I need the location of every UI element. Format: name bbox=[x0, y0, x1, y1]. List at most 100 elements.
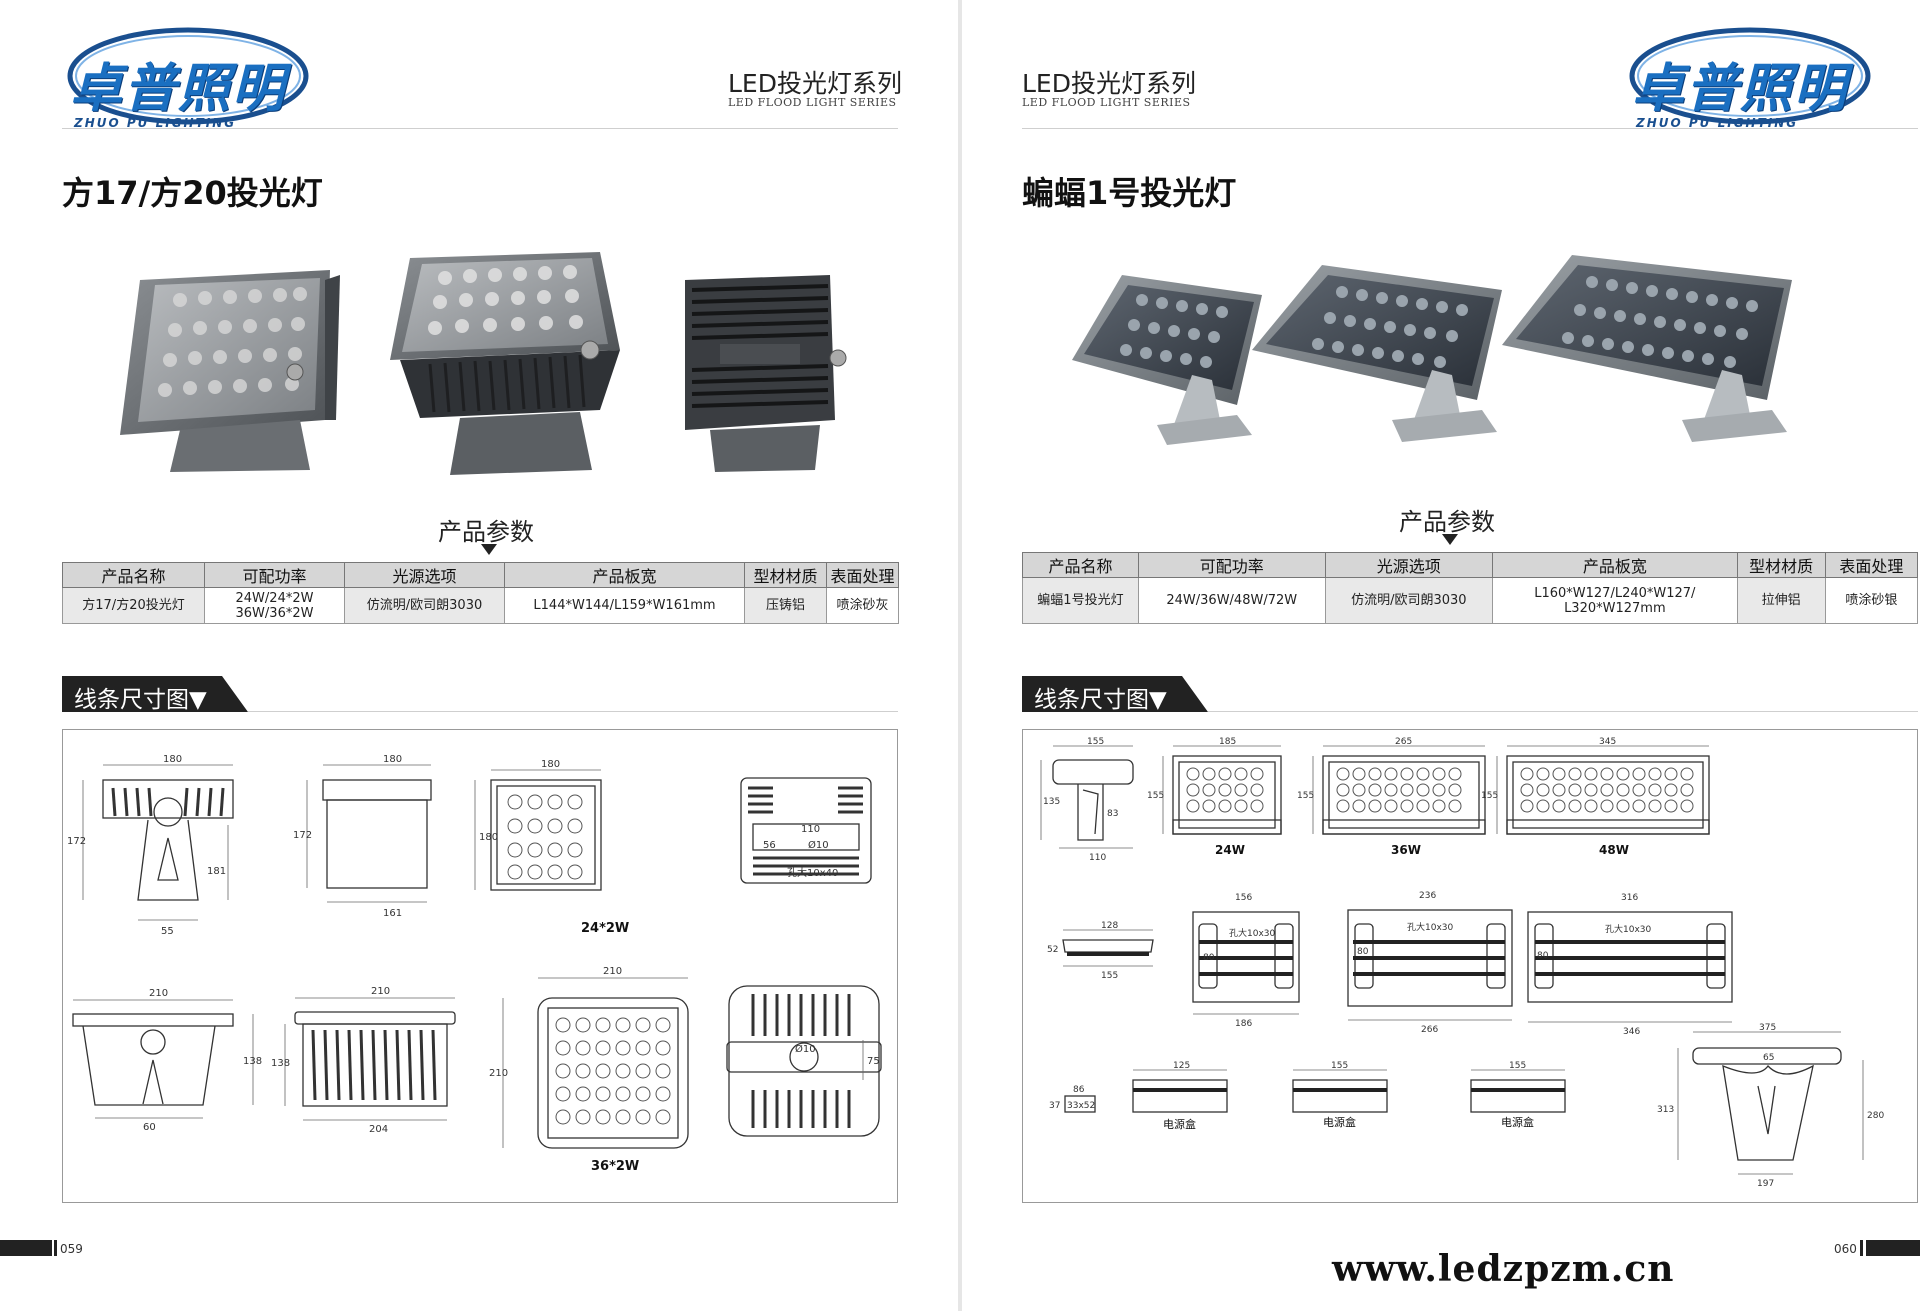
col-header: 可配功率 bbox=[204, 562, 345, 588]
col-header: 表面处理 bbox=[826, 562, 899, 588]
params-header-row: 产品名称 可配功率 光源选项 产品板宽 型材材质 表面处理 bbox=[62, 562, 899, 588]
dim-label: 210 bbox=[489, 1068, 508, 1079]
cell-size-line: L160*W127/L240*W127/ bbox=[1534, 585, 1696, 601]
params-heading: 产品参数 bbox=[1399, 508, 1495, 536]
page-number: 060 bbox=[1834, 1242, 1857, 1256]
dim-label: 65 bbox=[1763, 1053, 1774, 1063]
dimension-drawings-svg: 155 135 83 110 185 155 265 155 345 155 1… bbox=[1040, 737, 1884, 1189]
photo-bat-48w bbox=[1502, 255, 1792, 442]
dim-label: Ø10 bbox=[808, 839, 829, 851]
psu-label: 电源盒 bbox=[1163, 1117, 1196, 1131]
page-number: 059 bbox=[60, 1242, 83, 1256]
dim-label: 265 bbox=[1395, 737, 1412, 747]
dim-label: 185 bbox=[1219, 737, 1236, 747]
dim-label: 80 bbox=[1357, 947, 1369, 957]
col-header: 光源选项 bbox=[344, 562, 505, 588]
dim-label: 186 bbox=[1235, 1019, 1252, 1029]
series-title: LED投光灯系列 bbox=[1022, 69, 1196, 98]
cell-size-line: L320*W127mm bbox=[1564, 600, 1666, 616]
product-photos bbox=[120, 252, 847, 475]
website-url: www.ledzpzm.cn bbox=[1332, 1248, 1675, 1290]
photo-lamp-side-angle bbox=[390, 252, 620, 475]
dim-label: 266 bbox=[1421, 1025, 1438, 1035]
dim-label: 155 bbox=[1481, 791, 1498, 801]
tab-background bbox=[62, 676, 248, 712]
dim-label: 135 bbox=[1043, 797, 1060, 807]
dim-label: 180 bbox=[541, 759, 560, 770]
logo-swoosh-icon bbox=[67, 27, 309, 125]
dim-label: 180 bbox=[383, 754, 402, 765]
dim-label: 孔大10x30 bbox=[1229, 927, 1276, 939]
dim-label: 236 bbox=[1419, 891, 1436, 901]
logo-text-cn: 卓普照明 bbox=[70, 59, 287, 119]
dim-label: 86 bbox=[1073, 1085, 1085, 1095]
dim-label: 60 bbox=[143, 1122, 156, 1133]
dim-label: 155 bbox=[1147, 791, 1164, 801]
dim-label: 181 bbox=[207, 866, 226, 877]
drawing-section-tab: 线条尺寸图▼ bbox=[62, 676, 248, 713]
product-photos bbox=[1072, 255, 1792, 445]
header-divider bbox=[62, 128, 898, 129]
logo-text-cn: 卓普照明 bbox=[1632, 59, 1849, 119]
col-header: 表面处理 bbox=[1824, 552, 1919, 578]
brand-logo: 卓普照明 ZHUO PU LIGHTING bbox=[60, 22, 310, 132]
dim-label: 83 bbox=[1107, 809, 1118, 819]
dim-label: 138 bbox=[243, 1056, 262, 1067]
section-divider bbox=[1208, 711, 1918, 712]
dim-label: 172 bbox=[67, 836, 86, 847]
caption-24x2w: 24*2W bbox=[581, 921, 629, 936]
cell-material: 拉伸铝 bbox=[1736, 577, 1826, 624]
cell-name: 方17/方20投光灯 bbox=[62, 587, 205, 624]
header-divider bbox=[1022, 128, 1918, 129]
product-title: 方17/方20投光灯 bbox=[62, 174, 323, 212]
drawing-section-tab: 线条尺寸图▼ bbox=[1022, 676, 1208, 713]
params-table: 产品名称 可配功率 光源选项 产品板宽 型材材质 表面处理 蝙蝠1号投光灯 24… bbox=[1022, 552, 1919, 624]
dim-label: 197 bbox=[1757, 1179, 1774, 1189]
dim-label: 180 bbox=[479, 832, 498, 843]
cell-size: L160*W127/L240*W127/L320*W127mm bbox=[1492, 577, 1738, 624]
drawing-heading: 线条尺寸图▼ bbox=[1034, 687, 1167, 713]
col-header: 产品板宽 bbox=[1492, 552, 1738, 578]
col-header: 可配功率 bbox=[1137, 552, 1326, 578]
psu-label: 电源盒 bbox=[1501, 1115, 1534, 1129]
dim-label: 345 bbox=[1599, 737, 1616, 747]
dim-label: 155 bbox=[1087, 737, 1104, 747]
dimension-drawings: 155 135 83 110 185 155 265 155 345 155 1… bbox=[1022, 729, 1918, 1203]
footer-bar bbox=[0, 1240, 52, 1256]
logo-swoosh-icon bbox=[1629, 27, 1871, 125]
dim-label: 75 bbox=[867, 1056, 880, 1067]
dim-label: 375 bbox=[1759, 1023, 1776, 1033]
dim-label: 110 bbox=[801, 824, 820, 835]
right-page: LED投光灯系列 LED FLOOD LIGHT SERIES 卓普照明 ZHU… bbox=[962, 0, 1920, 1311]
dim-label: 110 bbox=[1089, 853, 1106, 863]
dim-label: 80 bbox=[1203, 953, 1215, 963]
params-arrow-icon bbox=[481, 544, 497, 555]
dim-label: 56 bbox=[763, 840, 776, 851]
col-header: 型材材质 bbox=[744, 562, 827, 588]
cell-surface: 喷涂砂灰 bbox=[826, 587, 899, 624]
dim-label: 55 bbox=[161, 926, 174, 937]
dim-label: 孔大10x40 bbox=[787, 866, 838, 879]
psu-label: 电源盒 bbox=[1323, 1115, 1356, 1129]
brand-logo: 卓普照明 ZHUO PU LIGHTING bbox=[1622, 22, 1872, 132]
dim-label: 125 bbox=[1173, 1061, 1190, 1071]
footer-bar-tick bbox=[54, 1240, 57, 1256]
cell-source: 仿流明/欧司朗3030 bbox=[1324, 577, 1494, 624]
footer-bar-tick bbox=[1860, 1240, 1863, 1256]
dim-label: 316 bbox=[1621, 893, 1638, 903]
cell-size: L144*W144/L159*W161mm bbox=[504, 587, 745, 624]
cell-power: 24W/36W/48W/72W bbox=[1137, 577, 1326, 624]
dim-label: 210 bbox=[371, 986, 390, 997]
col-header: 产品名称 bbox=[62, 562, 205, 588]
col-header: 光源选项 bbox=[1324, 552, 1494, 578]
dim-label: 33x52 bbox=[1067, 1101, 1095, 1111]
dim-label: 孔大10x30 bbox=[1407, 921, 1454, 933]
cell-power-line: 36W/36*2W bbox=[235, 605, 314, 621]
col-header: 产品名称 bbox=[1022, 552, 1139, 578]
dim-label: 孔大10x30 bbox=[1605, 923, 1652, 935]
dim-label: 346 bbox=[1623, 1027, 1640, 1037]
cell-surface: 喷涂砂银 bbox=[1824, 577, 1919, 624]
drawing-heading: 线条尺寸图▼ bbox=[74, 687, 207, 713]
